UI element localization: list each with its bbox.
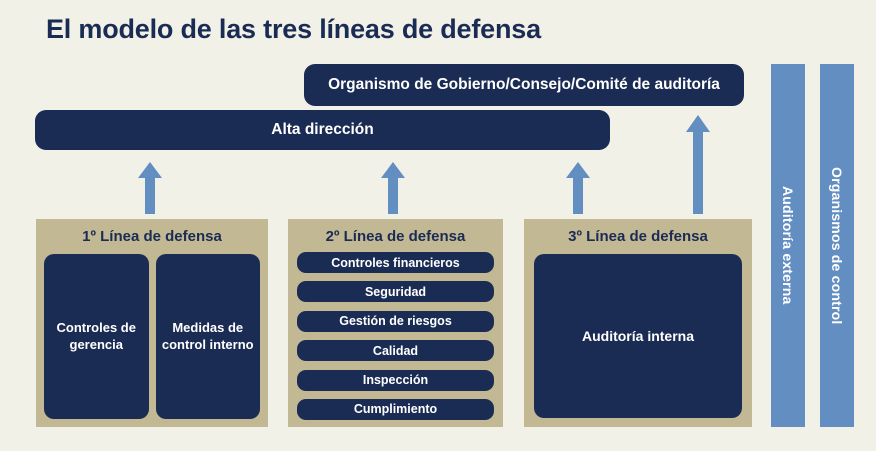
chip-cumplimiento: Cumplimiento [297, 398, 494, 420]
external-audit-bar: Auditoría externa [771, 64, 805, 427]
chip-controles-financieros: Controles financieros [297, 252, 494, 273]
third-line-heading: 3º Línea de defensa [568, 228, 708, 245]
second-line-heading: 2º Línea de defensa [325, 228, 466, 245]
second-line-of-defense-panel: 2º Línea de defensa Controles financiero… [288, 219, 503, 427]
first-line-of-defense-panel: 1º Línea de defensa Controles de gerenci… [36, 219, 268, 427]
third-line-of-defense-panel: 3º Línea de defensa Auditoría interna [524, 219, 752, 427]
senior-management-box: Alta dirección [35, 110, 610, 150]
regulatory-bodies-bar: Organismos de control [820, 64, 854, 427]
page-title: El modelo de las tres líneas de defensa [46, 14, 541, 44]
governance-body-box: Organismo de Gobierno/Consejo/Comité de … [304, 64, 744, 106]
arrow-line3-to-senior-management [565, 162, 591, 214]
external-audit-label: Auditoría externa [780, 186, 796, 305]
regulatory-bodies-label: Organismos de control [829, 166, 845, 325]
chip-inspeccion: Inspección [297, 369, 494, 391]
arrow-line3-to-governance [685, 115, 711, 214]
first-line-card-row: Controles de gerencia Medidas de control… [44, 254, 260, 419]
card-medidas-de-control-interno: Medidas de control interno [155, 254, 260, 419]
first-line-heading: 1º Línea de defensa [82, 228, 222, 245]
arrow-line1-to-senior-management [137, 162, 163, 214]
card-controles-de-gerencia: Controles de gerencia [44, 254, 149, 419]
second-line-chip-stack: Controles financieros Seguridad Gestión … [297, 252, 494, 420]
chip-seguridad: Seguridad [297, 281, 494, 303]
arrow-line2-to-senior-management [380, 162, 406, 214]
chip-gestion-de-riesgos: Gestión de riesgos [297, 310, 494, 332]
chip-calidad: Calidad [297, 340, 494, 362]
card-auditoria-interna: Auditoría interna [534, 254, 742, 418]
